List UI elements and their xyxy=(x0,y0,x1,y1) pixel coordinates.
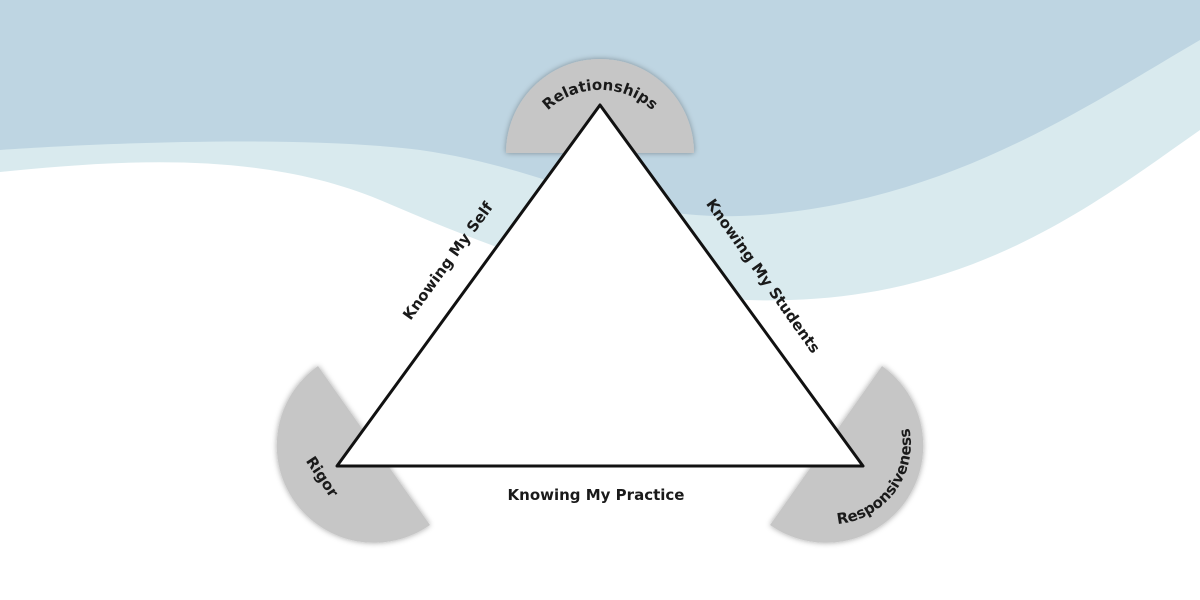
triangle xyxy=(335,103,865,468)
edge-label-knowing-my-practice: Knowing My Practice xyxy=(508,486,685,504)
